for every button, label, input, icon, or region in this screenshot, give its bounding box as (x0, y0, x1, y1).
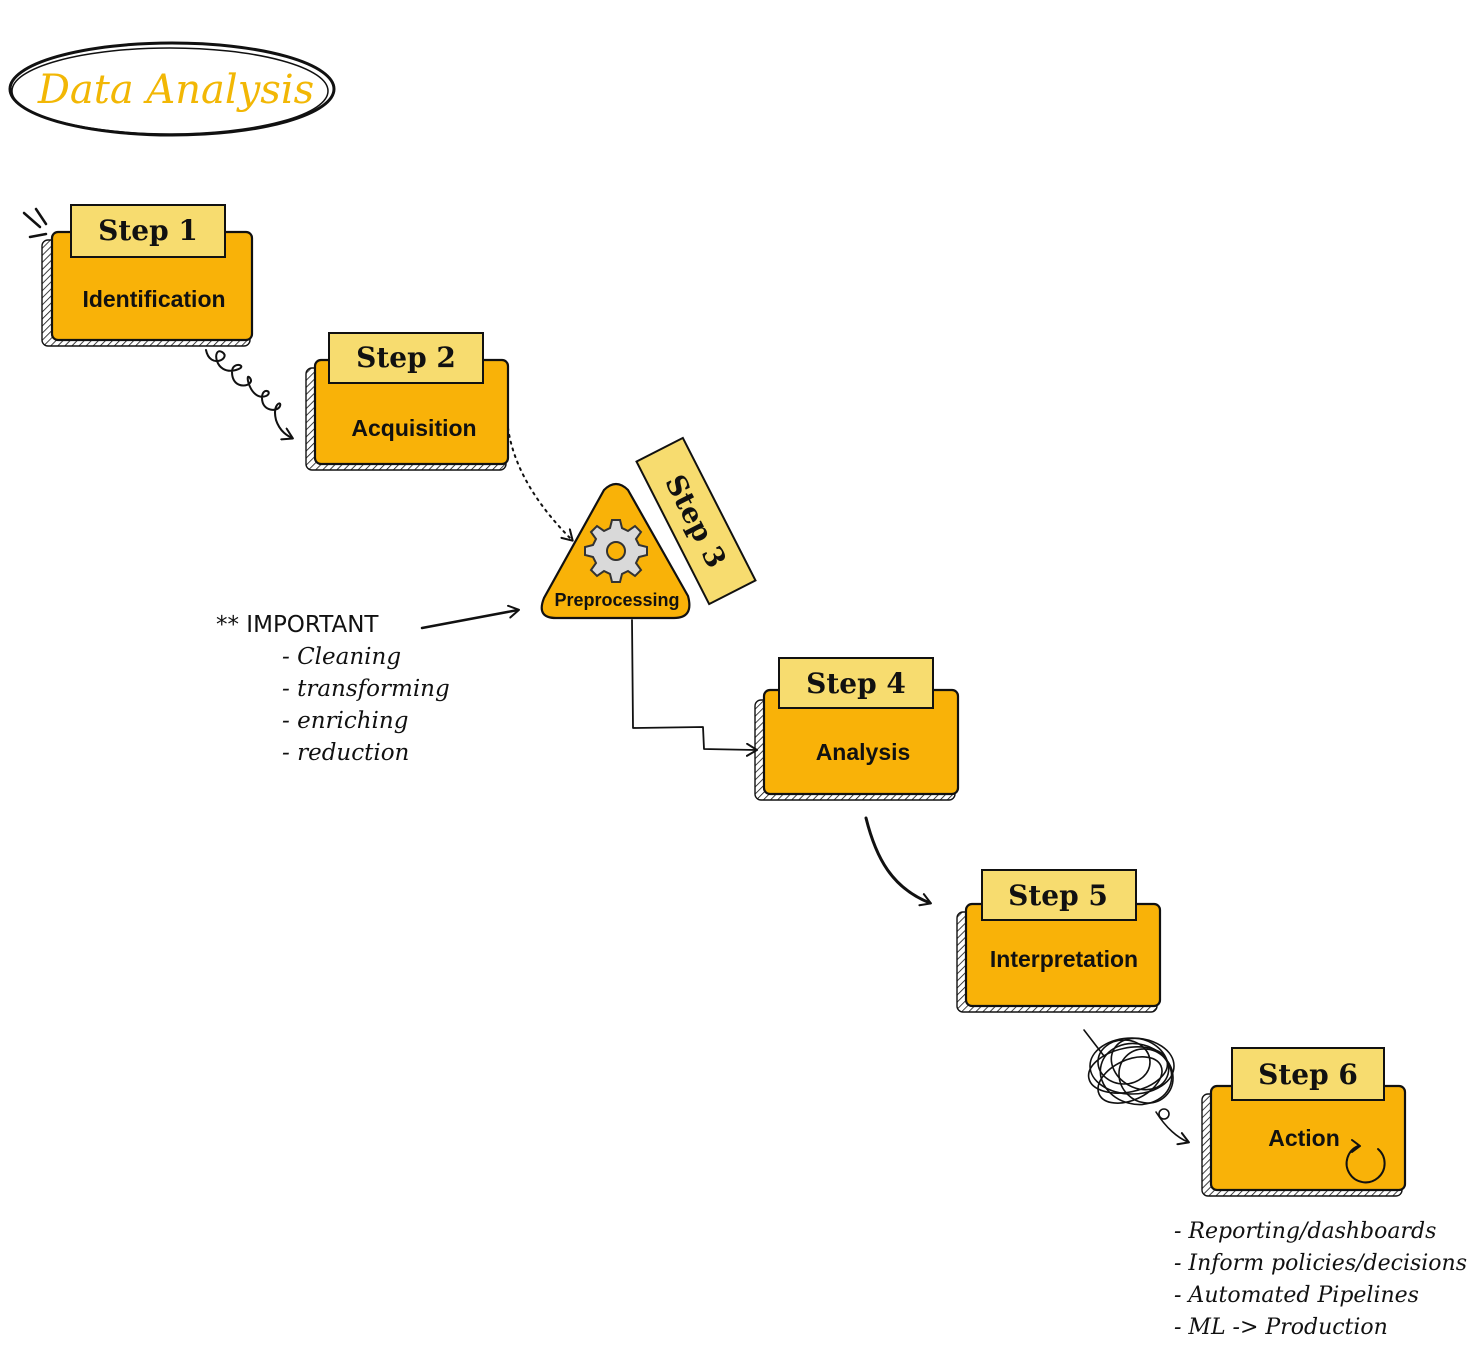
step-1-tab-label: Step 1 (98, 214, 198, 247)
action-note-item: - Inform policies/decisions (1174, 1251, 1467, 1276)
step-2-tab-label: Step 2 (356, 341, 456, 374)
step-5-tab (981, 869, 1137, 921)
gear-icon (584, 519, 648, 583)
step-6-tab (1231, 1047, 1385, 1101)
step-4-label: Analysis (816, 739, 911, 765)
step-3-label: Preprocessing (554, 590, 679, 610)
step-6-label: Action (1268, 1125, 1340, 1151)
action-note-item: - Reporting/dashboards (1174, 1219, 1436, 1244)
step-5-card: Step 5 Interpretation (956, 869, 1162, 1013)
scribble-step5-to-step6 (1083, 1029, 1190, 1146)
step-4-card: Step 4 Analysis (754, 657, 960, 801)
important-note-item: - reduction (282, 740, 409, 766)
arrow-step2-to-step3 (507, 427, 574, 542)
refresh-icon (1345, 1139, 1386, 1184)
sparkle-icon (22, 207, 48, 239)
action-note-item: - Automated Pipelines (1174, 1283, 1419, 1308)
step-3-card: Preprocessing Step 3 (540, 436, 757, 620)
page-title: Data Analysis (37, 67, 314, 113)
step-6-tab-label: Step 6 (1258, 1058, 1358, 1091)
arrow-step1-to-step2 (205, 349, 294, 441)
title-badge: Data Analysis (8, 41, 336, 137)
step-6-card: Step 6 Action (1201, 1047, 1407, 1197)
step-1-card: Step 1 Identification (22, 204, 254, 347)
step-4-tab (778, 657, 934, 709)
step-2-label: Acquisition (351, 415, 476, 441)
action-note-item: - ML -> Production (1174, 1315, 1388, 1340)
step-4-tab-label: Step 4 (806, 667, 906, 700)
step-5-tab-label: Step 5 (1008, 879, 1108, 912)
arrow-step4-to-step5 (864, 816, 932, 907)
arrow-step3-to-step4 (631, 619, 758, 757)
step-2-tab (328, 332, 484, 384)
arrow-note-to-step3 (420, 604, 520, 630)
step-5-label: Interpretation (990, 946, 1138, 972)
step-1-label: Identification (82, 286, 225, 312)
step-1-tab (70, 204, 226, 258)
important-note-item: - Cleaning (282, 644, 401, 670)
action-note: - Reporting/dashboards - Inform policies… (1174, 1219, 1467, 1340)
important-note-item: - enriching (282, 708, 408, 734)
important-note: ** IMPORTANT - Cleaning - transforming -… (216, 612, 450, 766)
step-2-card: Step 2 Acquisition (305, 332, 510, 471)
important-note-heading: ** IMPORTANT (216, 612, 379, 638)
important-note-item: - transforming (282, 676, 450, 702)
